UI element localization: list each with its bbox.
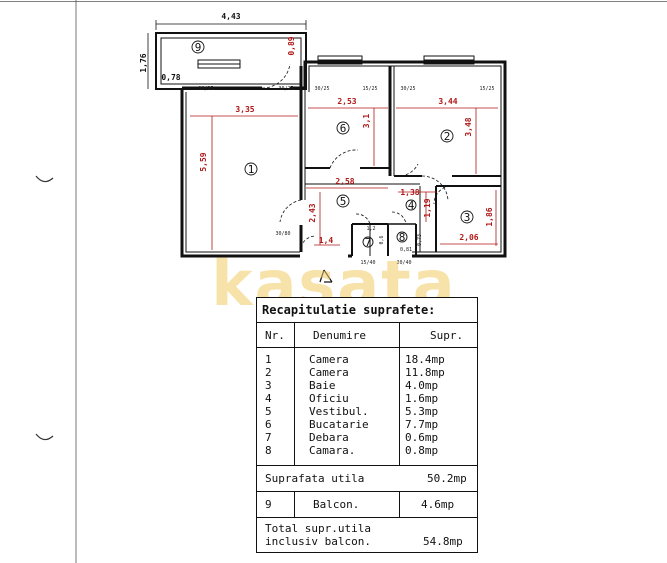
dimension-balcony-small: 0,78	[161, 73, 180, 82]
room-number-2: 2	[444, 130, 451, 143]
dimension-debara-width: 1,2	[366, 226, 375, 232]
outer-wall	[180, 60, 507, 258]
window-label: 10/25	[198, 86, 213, 92]
total-label-line2: inclusiv balcon.	[265, 535, 371, 548]
window-label: 15/25	[479, 86, 494, 92]
header-supr: Supr.	[430, 329, 464, 342]
dimension-oficiu-width: 1,38	[400, 188, 419, 197]
dimension-hall-height: 2,43	[308, 203, 317, 222]
table-title-row: Recapitulatie suprafete:	[257, 298, 477, 323]
total-label-line1: Total supr.utila	[265, 522, 371, 535]
room-number-5: 5	[340, 195, 347, 208]
balcony-nr: 9	[265, 498, 272, 511]
room-number-balcony: 9	[195, 41, 202, 54]
useful-area-value: 50.2mp	[427, 472, 467, 485]
column-divider	[399, 323, 400, 466]
useful-area-label: Suprafata utila	[265, 472, 365, 485]
dimension-room1-height: 5,59	[199, 152, 208, 171]
table-rooms-block: 1 Camera 18.4mp 2 Camera 11.8mp 3 Baie 4…	[257, 348, 477, 466]
room-number-6: 6	[340, 122, 347, 135]
total-value: 54.8mp	[423, 535, 463, 548]
room-number-8: 8	[399, 231, 406, 244]
column-divider	[399, 492, 400, 518]
balcony-inner	[160, 37, 302, 85]
table-header-row: Nr. Denumire Supr.	[257, 323, 477, 348]
window-label: 30/25	[400, 86, 415, 92]
entrance-arrow-icon	[319, 269, 333, 283]
dimension-oficiu-height: 1,19	[423, 198, 432, 217]
window-label: 30/25	[314, 86, 329, 92]
dimension-room6-width: 2,53	[337, 97, 356, 106]
header-denumire: Denumire	[313, 329, 366, 342]
dimension-room2-width: 3,44	[438, 97, 457, 106]
interior-walls	[299, 66, 501, 256]
area-summary-table: Recapitulatie suprafete: Nr. Denumire Su…	[256, 297, 478, 553]
dimension-camara-width: 0,81	[400, 247, 412, 253]
room-number-7: 7	[365, 236, 372, 249]
door-swing	[261, 63, 291, 89]
window-marks	[197, 55, 475, 69]
dimension-top-width: 4,43	[221, 12, 240, 21]
door-label: 15/40	[360, 260, 375, 266]
dimension-debara-height: 0,6	[379, 235, 385, 244]
door-label: 20/40	[396, 260, 411, 266]
room-number-3: 3	[464, 211, 471, 224]
dimension-hall-width: 2,58	[335, 177, 354, 186]
balcony-area: 4.6mp	[421, 498, 455, 511]
room-number-4: 4	[408, 199, 415, 212]
header-nr: Nr.	[265, 329, 285, 342]
dimension-room1-width: 3,35	[235, 105, 254, 114]
binding-mark	[35, 175, 54, 183]
room-dimension-lines	[190, 107, 498, 250]
door-swings	[279, 149, 451, 253]
room-number-markers	[191, 40, 474, 248]
binding-mark	[35, 433, 54, 441]
door-label: 30/80	[275, 231, 290, 237]
column-divider	[294, 492, 295, 518]
balcony-name: Balcon.	[313, 498, 360, 511]
room-number-1: 1	[248, 163, 255, 176]
outer-wall-inner	[185, 65, 502, 253]
column-divider	[294, 323, 295, 466]
dimension-balcony-side: 0,89	[287, 36, 296, 55]
dimension-room6-height: 3,1	[362, 114, 371, 129]
dimension-room2-height: 3,48	[464, 117, 473, 136]
table-balcony-row: 9 Balcon. 4.6mp	[257, 492, 477, 518]
dimension-bath-width: 2,06	[459, 233, 478, 242]
table-total-row: Total supr.utila inclusiv balcon. 54.8mp	[257, 518, 477, 552]
dimension-bath-height: 1,86	[485, 207, 494, 226]
window-label: 30/25	[278, 86, 293, 92]
table-useful-row: Suprafata utila 50.2mp	[257, 466, 477, 492]
table-title: Recapitulatie suprafete:	[262, 303, 436, 317]
dimension-camara-height: 0,73	[417, 234, 423, 246]
dimension-hall-small: 1,4	[319, 236, 334, 245]
window-label: 15/25	[362, 86, 377, 92]
dimension-balcony-height: 1,76	[139, 53, 148, 72]
